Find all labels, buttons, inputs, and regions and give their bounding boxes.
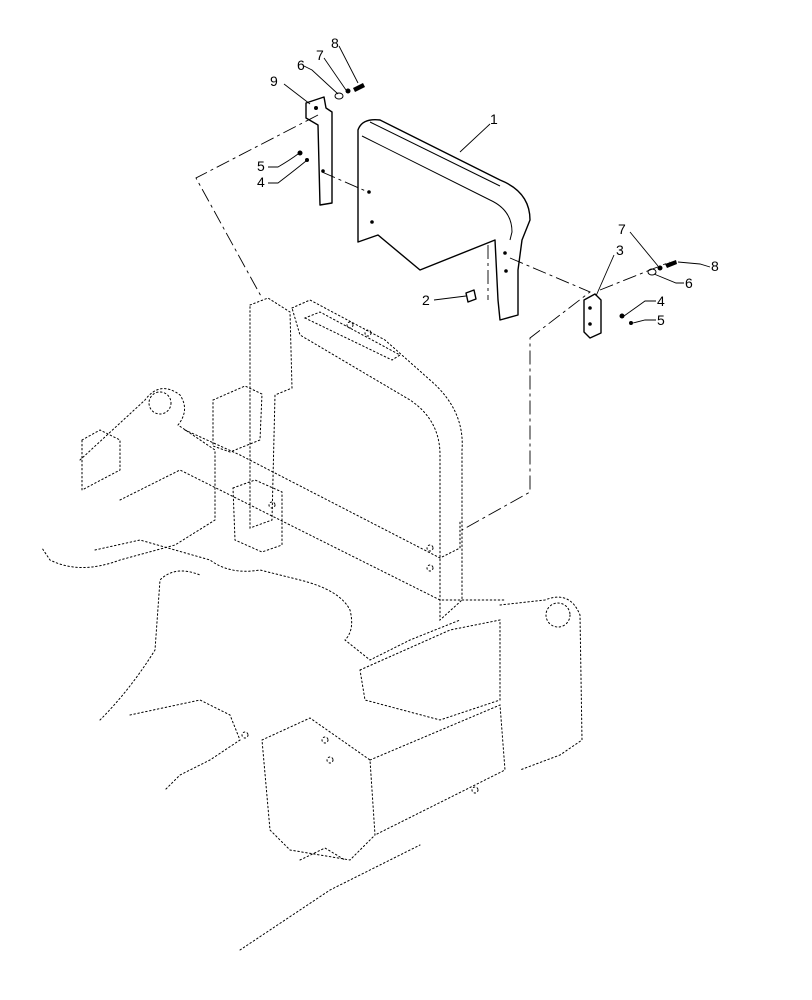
lock-washer-icon: [345, 88, 351, 94]
leader-6-right: [653, 273, 684, 284]
left-bracket-hole: [314, 106, 318, 110]
right-bracket: [583, 293, 602, 339]
frame-floor-contour: [94, 539, 461, 661]
right-bracket-hole: [588, 322, 592, 326]
leader-lines: [268, 45, 711, 324]
machine-frame: [41, 297, 583, 951]
frame-floor-lower: [99, 570, 201, 721]
left-bracket-hole: [321, 169, 325, 173]
leader-6-left: [303, 65, 339, 95]
frame-left-boss: [148, 391, 172, 415]
leader-3: [595, 254, 615, 297]
clip-nut: [465, 289, 477, 303]
guard-pad: [357, 119, 531, 321]
lock-washer-icon: [657, 265, 663, 271]
frame-crossbar-lower: [119, 469, 506, 601]
frame-upright-outer: [291, 299, 463, 622]
leader-1: [459, 123, 491, 153]
leader-5-left: [268, 153, 299, 168]
callout-6-left: 6: [297, 57, 305, 73]
bolt-icon: [353, 83, 365, 92]
frame-left-bracket: [81, 429, 121, 491]
hardware-right: [619, 260, 677, 325]
callout-6-right: 6: [685, 275, 693, 291]
callout-7-left: 7: [316, 47, 324, 63]
guard-pad-outline: [357, 119, 531, 321]
callout-2: 2: [422, 292, 430, 308]
leader-7-left: [323, 57, 347, 91]
callout-4-left: 4: [257, 174, 265, 190]
guard-pad-hole: [503, 251, 507, 255]
leader-8-right: [677, 261, 711, 268]
leader-5-right: [632, 319, 656, 324]
washer-small-icon: [629, 321, 633, 325]
hardware-left: [297, 83, 365, 162]
frame-hole: [321, 736, 329, 744]
callout-7-right: 7: [618, 221, 626, 237]
frame-hole: [346, 321, 354, 329]
callout-1: 1: [490, 111, 498, 127]
frame-mid-deck: [359, 619, 501, 721]
callout-labels: 1 2 3 9 6 7 8 5 4 7 6 8 4 5: [257, 35, 719, 328]
frame-hole: [268, 501, 276, 509]
frame-crossbar-upper: [184, 429, 461, 559]
guard-pad-edge: [369, 121, 501, 187]
frame-front-box-side: [369, 704, 506, 836]
frame-bottom-edge: [299, 847, 346, 861]
callout-5-right: 5: [657, 312, 665, 328]
frame-hole: [241, 731, 249, 739]
frame-hole: [426, 564, 434, 572]
right-bracket-outline: [583, 293, 602, 339]
frame-right-boss: [545, 602, 571, 628]
washer-icon: [334, 92, 344, 100]
guard-pad-face: [361, 135, 513, 241]
leader-4-right: [623, 300, 656, 317]
frame-left-plate: [249, 297, 293, 529]
callout-8-left: 8: [331, 35, 339, 51]
frame-hole: [426, 544, 434, 552]
leader-2: [433, 295, 467, 301]
assembly-center-lines: [195, 114, 671, 531]
frame-hole: [326, 756, 334, 764]
callout-5-left: 5: [257, 158, 265, 174]
center-line-right: [461, 245, 591, 531]
leader-8-left: [338, 45, 359, 84]
center-line-left: [195, 114, 319, 299]
nut-icon: [297, 150, 303, 156]
guard-pad-hole: [370, 220, 374, 224]
callout-3: 3: [616, 242, 624, 258]
frame-lower-plate: [232, 479, 283, 553]
frame-right-rail: [499, 596, 583, 771]
left-bracket: [305, 96, 333, 206]
guard-pad-hole: [504, 269, 508, 273]
frame-hole: [471, 786, 479, 794]
frame-bottom-sweep: [239, 844, 421, 951]
guard-pad-hole: [367, 190, 371, 194]
leader-9: [283, 83, 311, 105]
frame-left-plate-2: [212, 385, 263, 453]
callout-8-right: 8: [711, 258, 719, 274]
right-bracket-hole: [588, 306, 592, 310]
nut-icon: [619, 313, 625, 319]
leader-7-right: [629, 231, 659, 267]
callout-9: 9: [270, 73, 278, 89]
frame-floor-left: [129, 699, 241, 791]
frame-upright-inner: [303, 311, 401, 361]
callout-4-right: 4: [657, 293, 665, 309]
left-bracket-outline: [305, 96, 333, 206]
clip-nut-shape: [465, 289, 477, 303]
washer-icon: [647, 268, 657, 276]
leader-4-left: [268, 160, 307, 184]
frame-left-rail: [41, 388, 216, 568]
bolt-icon: [665, 260, 677, 268]
center-line-left-to-guard: [321, 171, 369, 193]
frame-front-box: [261, 717, 376, 861]
frame-hole: [364, 329, 372, 337]
